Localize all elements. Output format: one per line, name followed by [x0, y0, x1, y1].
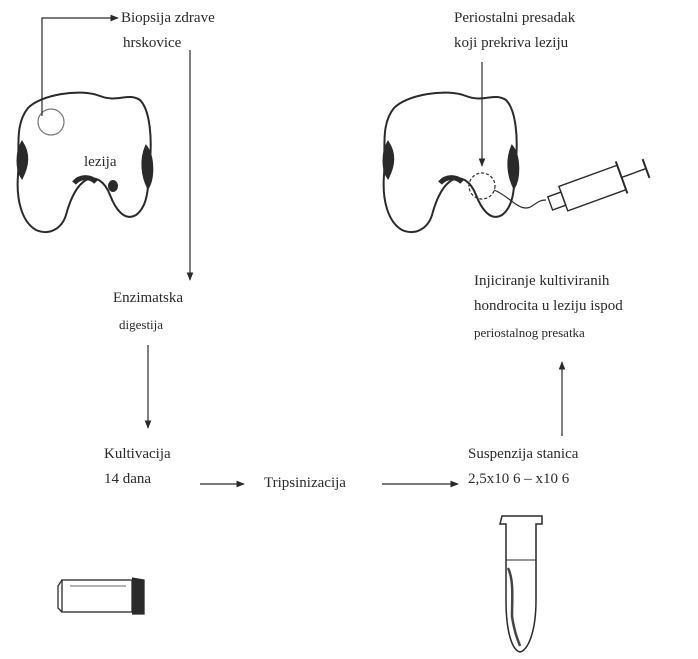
injection-label-line2: hondrocita u leziju ispod — [474, 297, 623, 316]
injection-label-line1: Injiciranje kultiviranih — [474, 272, 609, 291]
trypsin-label: Tripsinizacija — [264, 474, 346, 493]
test-tube-icon — [500, 516, 542, 652]
lesion-label: lezija — [84, 153, 116, 172]
graft-label-line1: Periostalni presadak — [454, 9, 575, 28]
culture-flask-icon — [58, 578, 144, 614]
biopsy-label-line2: hrskovice — [123, 34, 181, 53]
graft-label-line2: koji prekriva leziju — [454, 34, 568, 53]
biopsy-arrow — [42, 18, 118, 116]
cultivation-label-line1: Kultivacija — [104, 445, 171, 464]
digestion-label-line1: Enzimatska — [113, 289, 183, 308]
suspension-label-line2: 2,5x10 6 – x10 6 — [468, 470, 569, 489]
suspension-label-line1: Suspenzija stanica — [468, 445, 578, 464]
injection-label-line3: periostalnog presatka — [474, 323, 585, 342]
biopsy-label-line1: Biopsija zdrave — [121, 9, 215, 28]
cultivation-label-line2: 14 dana — [104, 470, 151, 489]
digestion-label-line2: digestija — [119, 315, 163, 334]
knee-joint-with-syringe-icon — [384, 93, 652, 232]
